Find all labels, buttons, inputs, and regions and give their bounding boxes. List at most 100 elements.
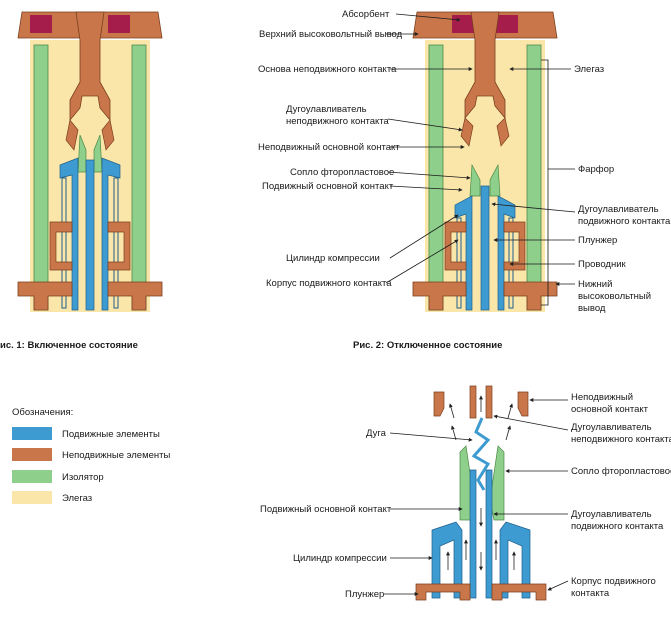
leader-moving-body xyxy=(547,580,569,591)
label-fixed-main-contact-2: основной контакт xyxy=(571,404,649,415)
flow-arrow xyxy=(448,403,455,419)
moving-rod xyxy=(85,159,95,311)
legend-swatch-moving xyxy=(12,427,52,440)
label-lower-terminal-2: высоковольтный xyxy=(578,291,651,302)
insulator-left xyxy=(428,44,444,311)
figure2-breaker-open xyxy=(412,11,558,312)
plunger-right xyxy=(491,583,547,601)
fixed-contact-base xyxy=(69,11,111,122)
plunger-right xyxy=(503,221,526,271)
lower-terminal-right xyxy=(107,281,163,311)
ptfe-nozzle-right xyxy=(489,163,501,197)
figure3-left-labels: Дуга Подвижный основной контакт Цилиндр … xyxy=(260,428,473,600)
legend-title: Обозначения: xyxy=(12,407,73,418)
fixed-arc-finger-right xyxy=(496,117,510,147)
conductor-left xyxy=(61,177,67,309)
label-plunger: Плунжер xyxy=(578,235,617,246)
absorbent-right xyxy=(496,15,518,33)
label-fixed-arc-1: Дугоулавливатель xyxy=(286,104,367,115)
label-fixed-main-contact-1: Неподвижный xyxy=(571,392,633,403)
fixed-main-contact-left xyxy=(433,391,445,417)
figure1-caption: ис. 1: Включенное состояние xyxy=(0,340,138,351)
leader-moving-arc xyxy=(491,202,576,213)
leader-absorbent xyxy=(395,13,461,22)
label-compression-cylinder: Цилиндр компрессии xyxy=(286,253,380,264)
label-lower-terminal-3: вывод xyxy=(578,303,606,314)
figure2-left-labels: Абсорбент Верхний высоковольтный вывод О… xyxy=(258,9,473,289)
label-fixed-contact-base: Основа неподвижного контакта xyxy=(258,64,397,75)
flow-arrow xyxy=(450,425,457,441)
label-absorbent: Абсорбент xyxy=(342,9,390,20)
figure2-right-labels: Элегаз Фарфор Дугоулавливатель подвижног… xyxy=(491,59,671,314)
ptfe-nozzle-left xyxy=(469,163,481,197)
label-conductor: Проводник xyxy=(578,259,627,270)
legend-label-fixed: Неподвижные элементы xyxy=(62,450,170,461)
moving-cylinder-right xyxy=(101,157,121,311)
label-upper-terminal: Верхний высоковольтный вывод xyxy=(259,29,403,40)
leader-arc xyxy=(389,432,473,442)
insulator-left xyxy=(33,44,49,311)
leader-moving-main-contact xyxy=(389,185,463,192)
label-moving-contact-body: Корпус подвижного контакта xyxy=(266,278,392,289)
moving-arc-contact-left xyxy=(469,469,477,599)
plunger-left xyxy=(415,583,471,601)
plunger-left xyxy=(444,221,467,271)
fixed-arc-contact-right xyxy=(485,385,493,419)
flow-arrow xyxy=(507,403,514,419)
label-fixed-main-contact: Неподвижный основной контакт xyxy=(258,142,400,153)
legend-label-moving: Подвижные элементы xyxy=(62,429,160,440)
insulator-right xyxy=(526,44,542,311)
moving-rod xyxy=(480,185,490,311)
leader-fixed-arc xyxy=(387,118,463,132)
legend-label-gas: Элегаз xyxy=(62,493,92,504)
figure3-right-labels: Неподвижный основной контакт Дугоулавлив… xyxy=(493,392,671,599)
leader-porcelain xyxy=(541,59,575,170)
fixed-main-contact-right xyxy=(517,391,529,417)
fixed-arc-finger-left xyxy=(65,119,79,151)
label-arc: Дуга xyxy=(366,428,387,439)
label-fixed-arc-2: неподвижного контакта xyxy=(286,116,390,127)
label-ptfe-nozzle: Сопло фторопластовое xyxy=(571,466,671,477)
arc xyxy=(471,417,491,491)
figure1-breaker-closed xyxy=(17,11,163,312)
lower-terminal-left xyxy=(412,281,467,311)
plunger-left xyxy=(49,221,73,271)
label-ptfe-nozzle: Сопло фторопластовое xyxy=(290,167,394,178)
insulator-right xyxy=(131,44,147,311)
leader-moving-contact-body xyxy=(385,239,459,284)
absorbent-left xyxy=(452,15,474,33)
fixed-contact-base xyxy=(464,11,506,120)
label-moving-arc-2: подвижного контакта xyxy=(578,216,671,227)
moving-cylinder-left xyxy=(59,157,79,311)
label-plunger: Плунжер xyxy=(345,589,384,600)
legend: Обозначения: Подвижные элементы Неподвиж… xyxy=(12,407,170,504)
label-porcelain: Фарфор xyxy=(578,164,614,175)
absorbent-left xyxy=(30,15,52,33)
conductor-right xyxy=(113,177,119,309)
label-sf6: Элегаз xyxy=(574,64,604,75)
compression-cylinder-right xyxy=(499,521,531,599)
absorbent-right xyxy=(108,15,130,33)
leader-compression-cylinder xyxy=(389,214,459,259)
figure3-arc-detail xyxy=(415,385,547,601)
label-fixed-arc-2: неподвижного контакта xyxy=(571,434,671,445)
figure2-caption: Рис. 2: Отключенное состояние xyxy=(353,340,502,351)
legend-swatch-gas xyxy=(12,491,52,504)
legend-swatch-insulator xyxy=(12,470,52,483)
label-moving-arc-1: Дугоулавливатель xyxy=(571,509,652,520)
label-moving-arc-1: Дугоулавливатель xyxy=(578,204,659,215)
label-moving-main-contact: Подвижный основной контакт xyxy=(262,181,394,192)
label-lower-terminal-1: Нижний xyxy=(578,279,612,290)
fixed-arc-finger-right xyxy=(101,119,115,151)
leader-ptfe-nozzle xyxy=(387,171,471,180)
flow-arrow xyxy=(505,425,512,441)
label-moving-main-contact: Подвижный основной контакт xyxy=(260,504,392,515)
fixed-arc-contact-left xyxy=(469,385,477,419)
lower-terminal-right xyxy=(503,281,558,311)
legend-swatch-fixed xyxy=(12,448,52,461)
leader-fixed-arc xyxy=(493,414,569,431)
label-moving-body-2: контакта xyxy=(571,588,610,599)
moving-arc-contact-right xyxy=(485,469,493,599)
label-moving-arc-2: подвижного контакта xyxy=(571,521,664,532)
